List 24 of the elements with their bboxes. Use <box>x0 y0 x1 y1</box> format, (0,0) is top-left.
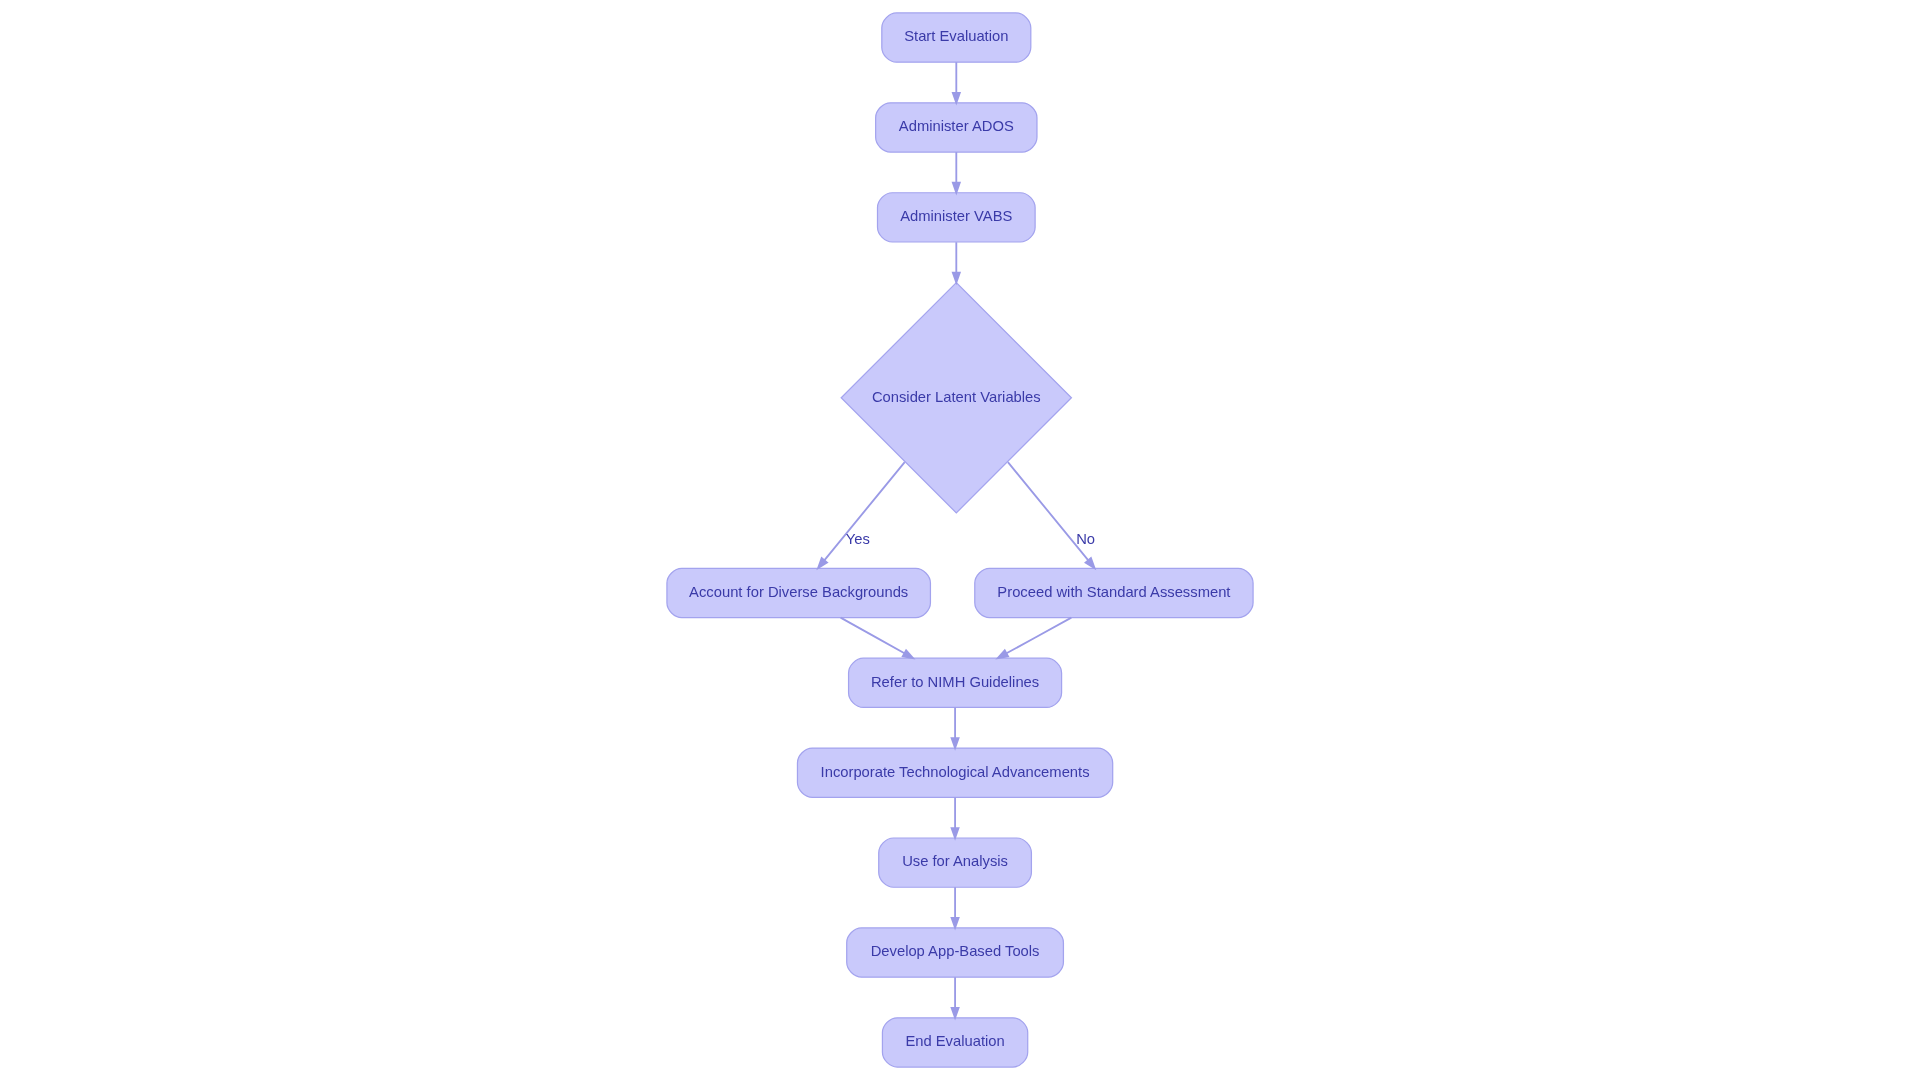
edge-label: Yes <box>845 531 870 548</box>
node-diamond: Consider Latent Variables <box>840 281 1073 514</box>
node-box: Administer ADOS <box>875 102 1038 153</box>
arrow <box>951 241 962 286</box>
arrow <box>816 461 906 571</box>
arrow <box>950 886 960 931</box>
arrow <box>951 61 962 106</box>
arrow <box>1007 461 1097 571</box>
node-box: Incorporate Technological Advancements <box>796 747 1114 798</box>
arrow <box>995 616 1073 660</box>
node-box: Refer to NIMH Guidelines <box>847 657 1063 709</box>
node-box: End Evaluation <box>881 1017 1029 1068</box>
node-box: Account for Diverse Backgrounds <box>666 567 932 619</box>
node-box: Administer VABS <box>876 192 1036 243</box>
arrow <box>950 706 960 751</box>
arrow <box>951 151 962 196</box>
edge-label: No <box>1076 531 1096 548</box>
node-box: Proceed with Standard Assessment <box>974 567 1254 619</box>
node-box: Use for Analysis <box>878 837 1033 888</box>
node-box: Start Evaluation <box>881 12 1032 63</box>
node-box: Develop App-Based Tools <box>846 927 1065 978</box>
arrow <box>839 616 916 660</box>
arrow <box>950 796 960 841</box>
arrow <box>950 976 960 1021</box>
